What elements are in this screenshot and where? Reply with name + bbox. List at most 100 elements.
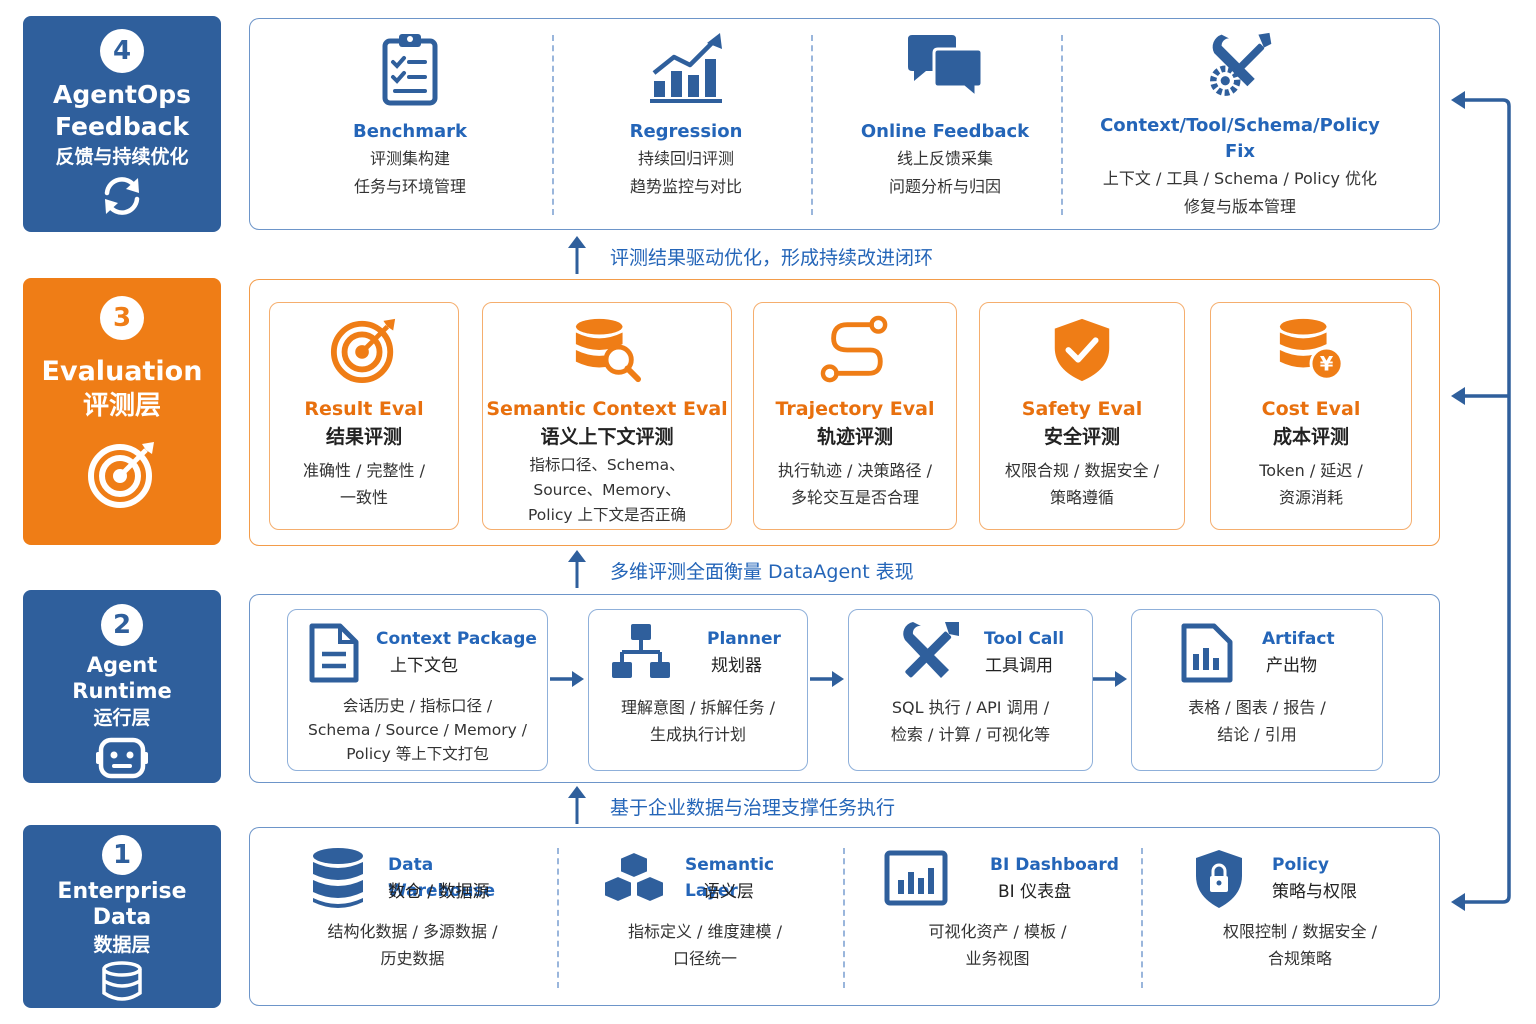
layer1-label: 1 Enterprise Data 数据层 bbox=[23, 825, 221, 1008]
data-zh: 数仓 / 数据源 bbox=[388, 882, 490, 902]
feedback-line: 持续回归评测 bbox=[637, 149, 734, 168]
layer4-title-en-2: Feedback bbox=[54, 112, 190, 141]
wrench-gear-icon bbox=[1210, 32, 1272, 96]
evaluation-panel: Result Eval 结果评测 准确性 / 完整性 / 一致性 Semanti… bbox=[249, 279, 1440, 546]
arrow-up-icon bbox=[568, 236, 586, 274]
yen-symbol: ¥ bbox=[1320, 352, 1334, 375]
eval-line: 指标口径、Schema、 bbox=[529, 456, 685, 474]
feedback-line: 评测集构建 bbox=[369, 149, 450, 168]
database-icon bbox=[102, 961, 142, 1001]
target-icon bbox=[330, 318, 396, 384]
data-item-semantic: Semantic Layer 语义层 指标定义 / 维度建模 / 口径统一 bbox=[595, 828, 825, 1007]
clipboard-checklist-icon bbox=[382, 34, 438, 106]
layer4-number: 4 bbox=[100, 29, 144, 73]
data-title: Policy bbox=[1272, 855, 1329, 875]
data-panel: Data Warehouse 数仓 / 数据源 结构化数据 / 多源数据 / 历… bbox=[249, 827, 1440, 1006]
data-title: Semantic Layer bbox=[685, 855, 775, 901]
eval-card-safety: Safety Eval 安全评测 权限合规 / 数据安全 / 策略遵循 bbox=[979, 302, 1185, 530]
arrow-up-icon bbox=[568, 550, 586, 588]
data-line: 口径统一 bbox=[672, 949, 737, 968]
eval-zh: 语义上下文评测 bbox=[540, 426, 674, 448]
runtime-line: 结论 / 引用 bbox=[1217, 725, 1297, 744]
feedback-line: 修复与版本管理 bbox=[1183, 197, 1296, 216]
layer3-number: 3 bbox=[100, 296, 144, 340]
eval-card-cost: ¥ Cost Eval 成本评测 Token / 延迟 / 资源消耗 bbox=[1210, 302, 1412, 530]
eval-line: 执行轨迹 / 决策路径 / bbox=[777, 461, 933, 480]
caption-text: 评测结果驱动优化，形成持续改进闭环 bbox=[610, 246, 934, 269]
data-item-policy: Policy 策略与权限 权限控制 / 数据安全 / 合规策略 bbox=[1190, 828, 1410, 1007]
data-title: BI Dashboard bbox=[990, 855, 1119, 875]
runtime-title: Tool Call bbox=[984, 629, 1065, 649]
data-title: Data Warehouse bbox=[388, 855, 496, 901]
cubes-icon bbox=[603, 850, 665, 904]
runtime-line: SQL 执行 / API 调用 / bbox=[891, 698, 1050, 717]
feedback-title: Benchmark bbox=[353, 121, 467, 142]
eval-zh: 安全评测 bbox=[1043, 426, 1120, 448]
arrow-right-icon bbox=[810, 671, 844, 687]
caption-eval-to-feedback: 评测结果驱动优化，形成持续改进闭环 bbox=[566, 236, 933, 276]
layer4-title-en-1: AgentOps bbox=[53, 80, 191, 109]
data-line: 权限控制 / 数据安全 / bbox=[1222, 922, 1378, 941]
runtime-line: 表格 / 图表 / 报告 / bbox=[1188, 698, 1326, 717]
refresh-icon bbox=[104, 177, 140, 215]
data-line: 业务视图 bbox=[965, 949, 1030, 968]
runtime-line: 检索 / 计算 / 可视化等 bbox=[890, 725, 1051, 744]
eval-line: 多轮交互是否合理 bbox=[790, 488, 919, 507]
database-icon bbox=[313, 848, 363, 908]
arrow-right-icon bbox=[1093, 671, 1127, 687]
runtime-zh: 工具调用 bbox=[985, 656, 1053, 676]
bar-chart-trend-icon bbox=[650, 33, 722, 103]
feedback-item-regression: Regression 持续回归评测 趋势监控与对比 bbox=[586, 31, 786, 221]
feedback-title: Online Feedback bbox=[860, 121, 1030, 142]
runtime-card-planner: Planner 规划器 理解意图 / 拆解任务 / 生成执行计划 bbox=[588, 609, 808, 771]
divider bbox=[811, 35, 813, 215]
eval-zh: 成本评测 bbox=[1272, 426, 1349, 448]
layer1-title-zh: 数据层 bbox=[93, 934, 151, 956]
runtime-line: 理解意图 / 拆解任务 / bbox=[620, 698, 776, 717]
caption-runtime-to-eval: 多维评测全面衡量 DataAgent 表现 bbox=[566, 550, 914, 590]
dashboard-chart-icon bbox=[884, 850, 948, 906]
feedback-line: 任务与环境管理 bbox=[353, 177, 466, 196]
runtime-zh: 上下文包 bbox=[390, 656, 458, 676]
runtime-line: 生成执行计划 bbox=[649, 725, 746, 744]
eval-line: Policy 上下文是否正确 bbox=[527, 506, 686, 524]
feedback-line: 趋势监控与对比 bbox=[629, 177, 742, 196]
chat-bubbles-icon bbox=[908, 35, 984, 101]
runtime-zh: 产出物 bbox=[1266, 656, 1317, 676]
runtime-card-artifact: Artifact 产出物 表格 / 图表 / 报告 / 结论 / 引用 bbox=[1131, 609, 1383, 771]
layer2-title-zh: 运行层 bbox=[93, 707, 151, 729]
data-zh: 语义层 bbox=[703, 882, 754, 902]
path-route-icon bbox=[820, 315, 888, 383]
eval-zh: 轨迹评测 bbox=[816, 426, 893, 448]
eval-title: Trajectory Eval bbox=[775, 398, 935, 420]
eval-line: 一致性 bbox=[339, 488, 388, 507]
eval-line: 准确性 / 完整性 / bbox=[302, 461, 426, 480]
eval-card-trajectory: Trajectory Eval 轨迹评测 执行轨迹 / 决策路径 / 多轮交互是… bbox=[753, 302, 957, 530]
eval-title: Semantic Context Eval bbox=[486, 398, 728, 420]
database-cost-icon: ¥ bbox=[1279, 318, 1344, 381]
eval-line: 权限合规 / 数据安全 / bbox=[1004, 461, 1160, 480]
robot-icon bbox=[96, 737, 148, 779]
layer3-label: 3 Evaluation 评测层 bbox=[23, 278, 221, 545]
hierarchy-icon bbox=[612, 624, 670, 678]
eval-line: 资源消耗 bbox=[1278, 488, 1343, 507]
feedback-loop-arrows bbox=[1451, 91, 1511, 911]
layer2-number: 2 bbox=[101, 604, 143, 646]
tools-icon bbox=[903, 622, 959, 678]
layer1-title-en-2: Data bbox=[92, 905, 152, 930]
runtime-zh: 规划器 bbox=[711, 656, 762, 676]
eval-zh: 结果评测 bbox=[325, 426, 402, 448]
data-line: 指标定义 / 维度建模 / bbox=[627, 922, 783, 941]
feedback-panel: Benchmark 评测集构建 任务与环境管理 Regression 持续回归评… bbox=[249, 18, 1440, 230]
shield-check-icon bbox=[1054, 318, 1110, 382]
feedback-title: Regression bbox=[629, 121, 743, 142]
runtime-line: Schema / Source / Memory / bbox=[308, 721, 527, 739]
divider bbox=[552, 35, 554, 215]
data-zh: BI 仪表盘 bbox=[998, 882, 1072, 902]
eval-title: Result Eval bbox=[304, 398, 424, 420]
eval-line: Source、Memory、 bbox=[533, 481, 681, 499]
document-icon bbox=[309, 623, 359, 683]
runtime-panel: Context Package 上下文包 会话历史 / 指标口径 / Schem… bbox=[249, 594, 1440, 783]
layer2-title-en-2: Runtime bbox=[72, 679, 172, 703]
feedback-line: 上下文 / 工具 / Schema / Policy 优化 bbox=[1102, 169, 1378, 188]
